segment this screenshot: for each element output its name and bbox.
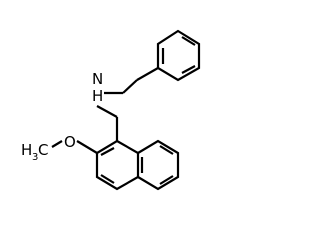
methyl-h-label: H <box>21 141 32 159</box>
nh-nitrogen-label: N <box>92 70 103 88</box>
naphthalene-ring-system <box>95 117 180 191</box>
phenyl-ring <box>156 29 201 82</box>
methoxy-group <box>51 140 98 154</box>
ether-oxygen-label: O <box>64 133 76 151</box>
methyl-c-label: C <box>38 141 48 159</box>
amine-label: N H <box>92 70 103 105</box>
molecule-structure-diagram: N H O H 3 C <box>21 29 201 191</box>
methyl-subscript-label: 3 <box>32 152 38 163</box>
ethyl-linker <box>104 67 159 95</box>
aminomethyl-linker <box>96 105 118 118</box>
methyl-label: H 3 C <box>21 141 48 163</box>
nh-hydrogen-label: H <box>92 87 103 105</box>
